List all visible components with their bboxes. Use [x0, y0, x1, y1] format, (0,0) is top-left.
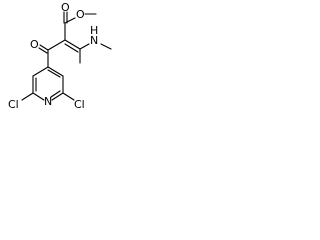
bond-ring-n-c6-inner [50, 90, 61, 98]
bond-c6-cl [62, 92, 75, 101]
bond-alpha-beta-2 [64, 43, 79, 53]
atom-amine-h: H [90, 24, 98, 37]
bond-beta-n [79, 43, 90, 50]
bond-ring-c2-n [32, 92, 45, 101]
atom-pyridine-n: N [44, 95, 52, 108]
bond-ester-c-o [64, 17, 76, 24]
bond-c2-cl [21, 92, 34, 101]
atom-ester-ether-o: O [76, 8, 85, 21]
bond-ketone-co-1 [39, 44, 49, 51]
bond-n-methyl [100, 43, 112, 50]
chemical-structure: O O O N H N Cl Cl [8, 1, 112, 111]
bond-ring-c4-c3 [32, 66, 49, 77]
atom-labels: O O O N H N Cl Cl [8, 1, 98, 111]
bonds [21, 11, 112, 101]
bond-ring-c5-c4 [47, 66, 64, 77]
atom-ketone-o: O [30, 38, 39, 51]
atom-cl-left: Cl [8, 98, 19, 111]
molecule-canvas: O O O N H N Cl Cl [0, 0, 117, 127]
atom-ester-carbonyl-o: O [61, 1, 70, 14]
atom-amine-n: N [90, 34, 98, 47]
bond-ring-c5-c4-inner [47, 69, 61, 78]
bond-ketone-co-2 [38, 47, 48, 54]
atom-cl-right: Cl [74, 98, 85, 111]
bond-alpha-beta-1 [64, 39, 81, 50]
bond-alpha-ketone [47, 39, 66, 51]
bond-ring-n-c6 [51, 92, 64, 101]
